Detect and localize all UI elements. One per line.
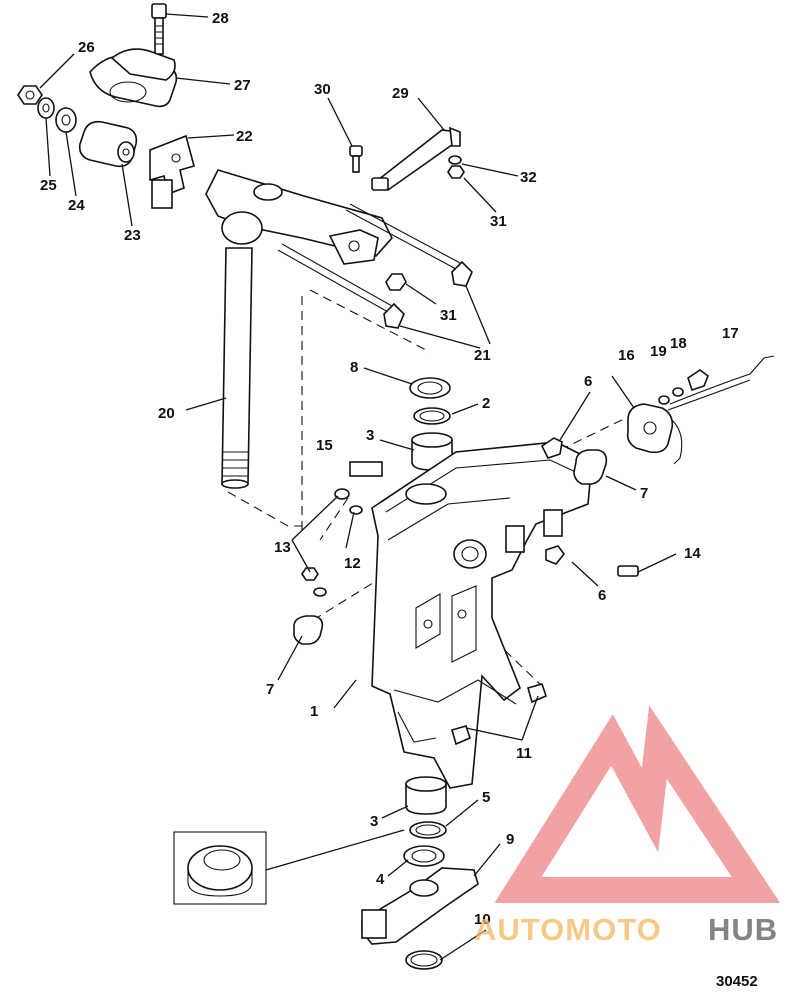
plug-15 xyxy=(349,461,383,477)
plate-22 xyxy=(149,134,195,209)
washer-5 xyxy=(409,821,447,839)
callout-3-lower: 3 xyxy=(370,813,378,830)
bushing-7-left xyxy=(293,615,324,645)
bushing-7-right xyxy=(573,449,608,485)
mount-23 xyxy=(78,120,138,168)
bearing-8 xyxy=(409,377,451,399)
bolt-21-upper xyxy=(345,203,473,287)
automotohub-watermark-logo xyxy=(494,705,781,903)
callout-5: 5 xyxy=(482,789,490,806)
callout-2: 2 xyxy=(482,395,490,412)
washer-18 xyxy=(672,387,684,397)
sender-wire xyxy=(667,355,775,411)
callout-1: 1 xyxy=(310,703,318,720)
callout-11: 11 xyxy=(516,745,532,762)
callout-25: 25 xyxy=(40,177,57,194)
washer-2 xyxy=(413,407,451,425)
washer-25 xyxy=(37,97,55,119)
callout-9: 9 xyxy=(506,831,514,848)
seal-4 xyxy=(403,845,445,867)
callout-27: 27 xyxy=(234,77,251,94)
callout-30: 30 xyxy=(314,81,331,98)
callout-22: 22 xyxy=(236,128,253,145)
callout-12: 12 xyxy=(344,555,361,572)
callout-14: 14 xyxy=(684,545,701,562)
clamp-27 xyxy=(89,48,178,108)
nut-31-lower xyxy=(385,273,407,291)
automotohub-watermark-text: AUTOMOTO HUB xyxy=(474,912,778,947)
callout-8: 8 xyxy=(350,359,358,376)
bolt-28 xyxy=(151,3,167,55)
callout-19: 19 xyxy=(650,343,667,360)
steering-arm xyxy=(205,169,393,265)
callout-6-upper: 6 xyxy=(584,373,592,390)
leader-lines xyxy=(39,13,677,961)
grease-fitting-6-upper xyxy=(540,437,563,459)
callout-10: 10 xyxy=(474,911,491,928)
callout-18: 18 xyxy=(670,335,687,352)
bolt-21-lower xyxy=(277,243,405,329)
callout-labels: 1 2 3 3 4 5 6 6 7 7 8 9 10 11 12 13 14 1… xyxy=(40,10,739,928)
callout-21: 21 xyxy=(474,347,491,364)
screw-14 xyxy=(617,565,639,577)
drive-shaft-20 xyxy=(221,247,253,489)
washer-32 xyxy=(448,155,462,165)
callout-13: 13 xyxy=(274,539,291,556)
watermark-text-automoto: AUTOMOTO xyxy=(474,912,662,947)
swivel-bracket-1 xyxy=(371,441,593,789)
callout-7-left: 7 xyxy=(266,681,274,698)
trim-sender-16 xyxy=(626,403,683,465)
callout-6-lower: 6 xyxy=(598,587,606,604)
seal-detail-inset xyxy=(173,831,267,905)
callout-26: 26 xyxy=(78,39,95,56)
callout-32: 32 xyxy=(520,169,537,186)
screw-17 xyxy=(687,369,709,392)
figure-number: 30452 xyxy=(716,973,758,990)
callout-4: 4 xyxy=(376,871,385,888)
callout-16: 16 xyxy=(618,347,635,364)
callout-23: 23 xyxy=(124,227,141,244)
bushing-3-lower xyxy=(405,776,447,815)
callout-3-upper: 3 xyxy=(366,427,374,444)
grease-fitting-6-lower xyxy=(545,545,566,565)
washer-19 xyxy=(658,395,670,405)
callout-31-lower: 31 xyxy=(440,307,457,324)
screws-11 xyxy=(451,683,547,746)
bolt-30 xyxy=(349,145,363,173)
callout-17: 17 xyxy=(722,325,739,342)
callout-31-upper: 31 xyxy=(490,213,507,230)
callout-7-right: 7 xyxy=(640,485,648,502)
washers-12-13 xyxy=(301,488,363,597)
callout-24: 24 xyxy=(68,197,85,214)
callout-28: 28 xyxy=(212,10,229,27)
callout-15: 15 xyxy=(316,437,333,454)
washer-24 xyxy=(55,107,77,133)
callout-29: 29 xyxy=(392,85,409,102)
nut-31-upper xyxy=(447,165,465,179)
link-rod-29 xyxy=(371,126,461,192)
snap-ring-10 xyxy=(405,950,443,970)
callout-20: 20 xyxy=(158,405,175,422)
watermark-text-hub: HUB xyxy=(708,912,778,947)
lower-yoke-9 xyxy=(361,867,479,945)
nut-26 xyxy=(17,85,43,105)
